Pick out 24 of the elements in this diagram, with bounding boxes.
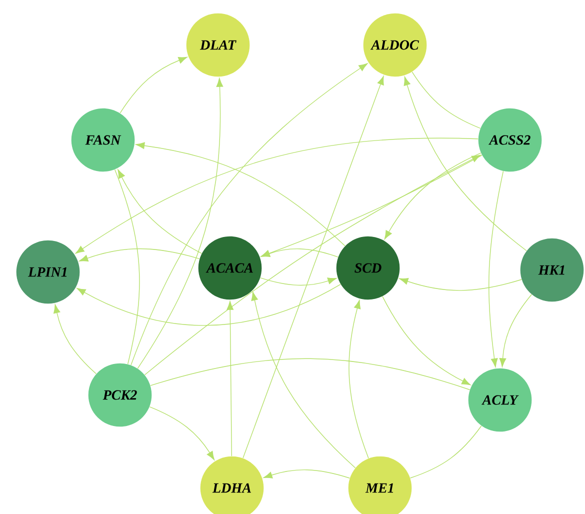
arrow — [137, 78, 224, 369]
arrow — [251, 292, 356, 468]
arrow — [144, 154, 481, 376]
arrow — [120, 56, 188, 114]
arrow — [79, 248, 200, 262]
arrow — [382, 296, 471, 386]
arrow — [499, 294, 532, 368]
arrow — [226, 301, 234, 456]
arrow — [404, 76, 527, 252]
arrow — [118, 169, 202, 254]
arrow — [260, 278, 337, 286]
arrow — [384, 152, 482, 240]
arrow — [263, 470, 350, 478]
arrow — [136, 142, 346, 246]
arrow — [488, 170, 504, 368]
arrow — [149, 406, 215, 460]
arrow — [130, 63, 368, 366]
arrow — [348, 300, 369, 459]
arrow — [242, 76, 384, 458]
arrow — [54, 304, 97, 374]
arrow — [261, 248, 338, 258]
arrow — [75, 138, 478, 254]
arrow — [399, 278, 522, 291]
arrow — [76, 284, 341, 326]
